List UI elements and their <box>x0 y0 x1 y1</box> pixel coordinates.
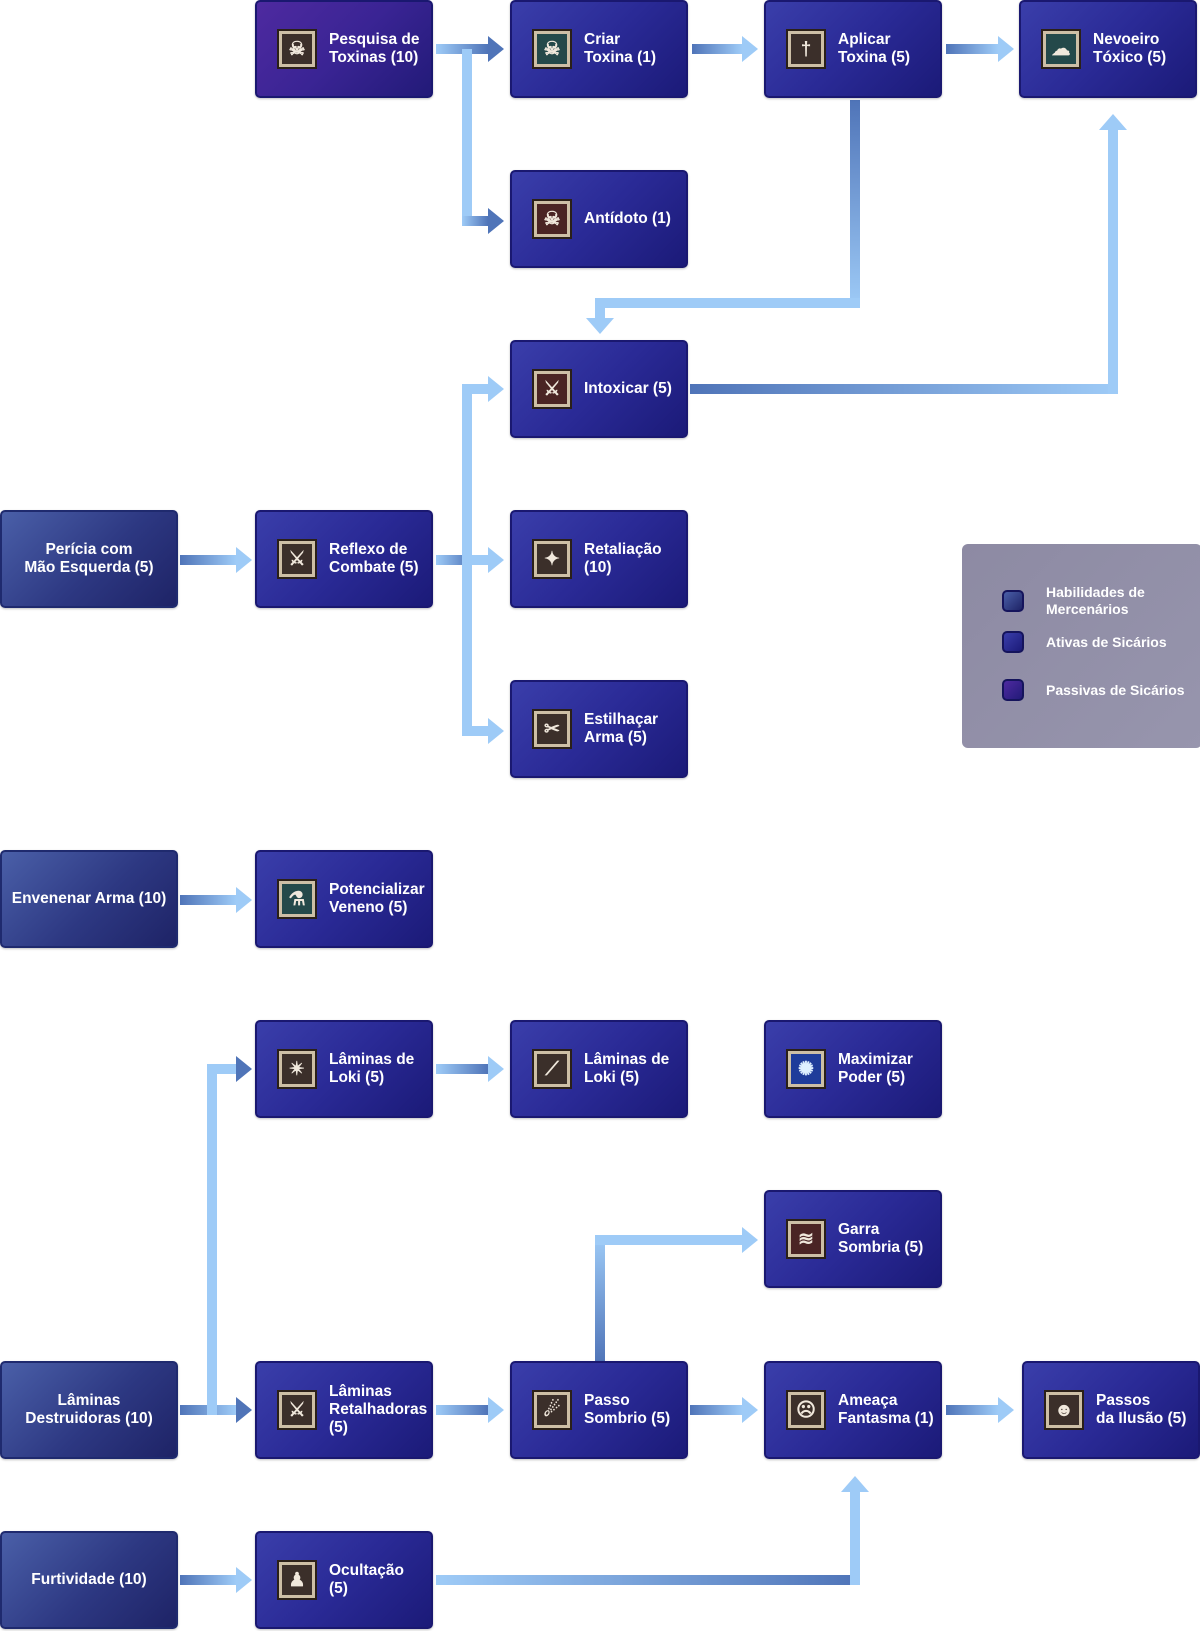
skill-node-ocultacao[interactable]: ♟ Ocultação (5) <box>255 1531 433 1629</box>
skill-label: Passo Sombrio (5) <box>584 1392 671 1427</box>
skill-label: Potencializar Veneno (5) <box>329 881 425 916</box>
spiral-blades-icon: ✴ <box>277 1049 317 1089</box>
skill-label: Envenenar Arma (10) <box>11 890 167 907</box>
arrow-passo-garra <box>595 1227 758 1363</box>
skill-node-retaliacao[interactable]: ✦ Retaliação (10) <box>510 510 688 608</box>
skill-label: Pesquisa de Toxinas (10) <box>329 31 420 66</box>
phantom-mask-icon: ☹ <box>786 1390 826 1430</box>
sword-red-icon: ⚔ <box>532 369 572 409</box>
arrow-furtividade-ocultacao <box>180 1567 252 1593</box>
arrow-aplicar-nevoeiro <box>946 36 1014 62</box>
skill-node-laminas-retalhadoras[interactable]: ⚔ Lâminas Retalhadoras (5) <box>255 1361 433 1459</box>
arrow-ameaca-passos <box>946 1397 1014 1423</box>
skill-node-pericia-com-mao-esquerda[interactable]: Perícia com Mão Esquerda (5) <box>0 510 178 608</box>
skill-node-potencializar-veneno[interactable]: ⚗ Potencializar Veneno (5) <box>255 850 433 948</box>
skill-node-nevoeiro-toxico[interactable]: ☁ Nevoeiro Tóxico (5) <box>1019 0 1197 98</box>
crossed-blades-icon: ⚔ <box>277 539 317 579</box>
skill-label: Perícia com Mão Esquerda (5) <box>24 541 154 576</box>
skill-label: Passos da Ilusão (5) <box>1096 1392 1187 1427</box>
skill-node-reflexo-de-combate[interactable]: ⚔ Reflexo de Combate (5) <box>255 510 433 608</box>
blade-slash-icon: ⟋ <box>532 1049 572 1089</box>
skill-label: Retaliação (10) <box>584 541 662 576</box>
skill-label: Lâminas Retalhadoras (5) <box>329 1383 428 1436</box>
dagger-icon: † <box>786 29 826 69</box>
skill-node-aplicar-toxina[interactable]: † Aplicar Toxina (5) <box>764 0 942 98</box>
skill-node-laminas-de-loki-2[interactable]: ⟋ Lâminas de Loki (5) <box>510 1020 688 1118</box>
arrow-criar-aplicar <box>692 36 758 62</box>
skull-icon: ☠ <box>277 29 317 69</box>
legend-label: Passivas de Sicários <box>1046 681 1185 698</box>
shadow-claw-icon: ≋ <box>786 1219 826 1259</box>
arrow-passo-ameaca <box>690 1397 758 1423</box>
skill-node-maximizar-poder[interactable]: ✺ Maximizar Poder (5) <box>764 1020 942 1118</box>
skill-label: Aplicar Toxina (5) <box>838 31 911 66</box>
skill-label: Estilhaçar Arma (5) <box>584 711 659 746</box>
legend-item-mercenarios: Habilidades de Mercenários <box>1002 584 1145 618</box>
sparkle-icon: ✦ <box>532 539 572 579</box>
arrow-loki1-loki2 <box>436 1056 504 1082</box>
skill-node-criar-toxina[interactable]: ☠ Criar Toxina (1) <box>510 0 688 98</box>
skill-label: Ocultação (5) <box>329 1562 404 1597</box>
legend-swatch-ativas <box>1002 631 1024 653</box>
arrow-intoxicar-nevoeiro <box>690 114 1127 394</box>
skill-label: Nevoeiro Tóxico (5) <box>1093 31 1167 66</box>
legend-label: Ativas de Sicários <box>1046 633 1167 650</box>
arrow-pesquisa-antidoto <box>462 49 504 234</box>
skill-label: Intoxicar (5) <box>584 380 672 397</box>
skill-node-pesquisa-de-toxinas[interactable]: ☠ Pesquisa de Toxinas (10) <box>255 0 433 98</box>
arrow-ocultacao-ameaca <box>436 1476 869 1585</box>
arrow-destruidoras-branches <box>180 1056 252 1423</box>
legend-swatch-passivas <box>1002 679 1024 701</box>
skill-label: Garra Sombria (5) <box>838 1221 924 1256</box>
skull-cross-icon: ☠ <box>532 199 572 239</box>
legend-item-ativas: Ativas de Sicários <box>1002 631 1167 653</box>
skill-node-intoxicar[interactable]: ⚔ Intoxicar (5) <box>510 340 688 438</box>
illusion-face-icon: ☻ <box>1044 1390 1084 1430</box>
arrow-retalhadoras-passo <box>436 1397 504 1423</box>
skill-node-passo-sombrio[interactable]: ☄ Passo Sombrio (5) <box>510 1361 688 1459</box>
skill-label: Lâminas de Loki (5) <box>329 1051 415 1086</box>
skill-label: Criar Toxina (1) <box>584 31 657 66</box>
skill-label: Antídoto (1) <box>584 210 671 227</box>
legend-panel: Habilidades de Mercenários Ativas de Sic… <box>962 544 1200 748</box>
skill-node-laminas-destruidoras[interactable]: Lâminas Destruidoras (10) <box>0 1361 178 1459</box>
arrow-envenenar-potencializar <box>180 887 252 913</box>
skill-label: Lâminas Destruidoras (10) <box>25 1392 153 1427</box>
skill-node-envenenar-arma[interactable]: Envenenar Arma (10) <box>0 850 178 948</box>
skill-label: Furtividade (10) <box>31 1571 147 1588</box>
broken-blade-icon: ✂ <box>532 709 572 749</box>
skill-label: Reflexo de Combate (5) <box>329 541 419 576</box>
arrow-reflexo-branches <box>436 376 504 744</box>
toxic-cloud-icon: ☁ <box>1041 29 1081 69</box>
skill-label: Maximizar Poder (5) <box>838 1051 913 1086</box>
twin-blades-icon: ⚔ <box>277 1390 317 1430</box>
venom-blade-icon: ⚗ <box>277 879 317 919</box>
arrow-aplicar-intoxicar <box>586 100 860 334</box>
skill-node-estilhacar-arma[interactable]: ✂ Estilhaçar Arma (5) <box>510 680 688 778</box>
poison-creature-icon: ☠ <box>532 29 572 69</box>
skill-node-laminas-de-loki-1[interactable]: ✴ Lâminas de Loki (5) <box>255 1020 433 1118</box>
hooded-figure-icon: ♟ <box>277 1560 317 1600</box>
skill-node-antidoto[interactable]: ☠ Antídoto (1) <box>510 170 688 268</box>
skill-node-ameaca-fantasma[interactable]: ☹ Ameaça Fantasma (1) <box>764 1361 942 1459</box>
skill-node-passos-da-ilusao[interactable]: ☻ Passos da Ilusão (5) <box>1022 1361 1200 1459</box>
legend-item-passivas: Passivas de Sicários <box>1002 679 1185 701</box>
skill-label: Lâminas de Loki (5) <box>584 1051 670 1086</box>
arrow-pericia-reflexo <box>180 547 252 573</box>
energy-burst-icon: ✺ <box>786 1049 826 1089</box>
legend-label: Habilidades de Mercenários <box>1046 584 1145 617</box>
legend-swatch-mercenarios <box>1002 590 1024 612</box>
skill-node-garra-sombria[interactable]: ≋ Garra Sombria (5) <box>764 1190 942 1288</box>
shadow-step-icon: ☄ <box>532 1390 572 1430</box>
skill-label: Ameaça Fantasma (1) <box>838 1392 934 1427</box>
skill-node-furtividade[interactable]: Furtividade (10) <box>0 1531 178 1629</box>
